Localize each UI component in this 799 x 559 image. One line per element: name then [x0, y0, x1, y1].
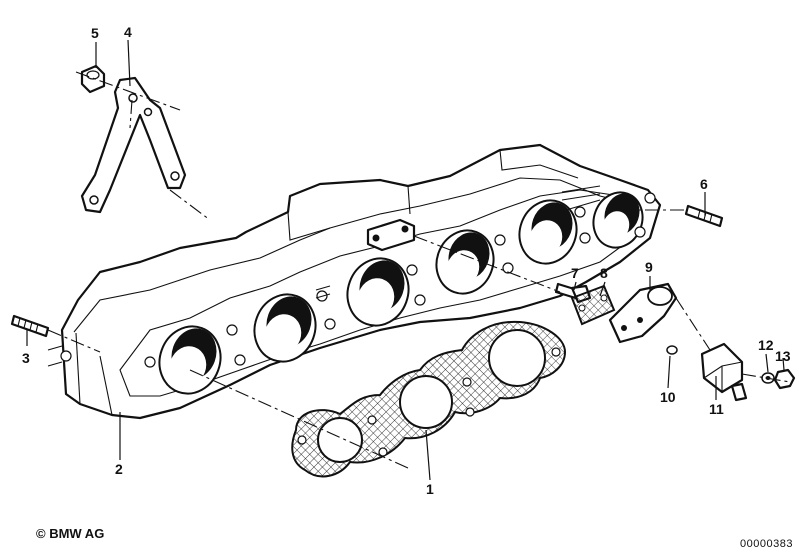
- support-bracket: [80, 76, 187, 214]
- port-2: [253, 293, 317, 363]
- assembly-axes: [47, 71, 791, 469]
- leader-lines: [26, 39, 785, 481]
- callout-4: 4: [124, 24, 132, 40]
- idle-valve: [700, 342, 748, 402]
- flange-bolt-holes: [144, 192, 656, 368]
- callout-1: 1: [426, 481, 434, 497]
- intake-manifold: [47, 143, 662, 420]
- document-number: 00000383: [740, 538, 793, 550]
- hex-nut: [80, 64, 106, 94]
- callout-labels: 5 4 3 2 1 6 7 8 9 10 11 12 13: [22, 24, 791, 497]
- connector-housing: [608, 282, 678, 344]
- port-1: [158, 325, 222, 395]
- port-4: [435, 229, 495, 295]
- port-6: [592, 191, 644, 249]
- stud-left: [10, 314, 50, 338]
- callout-5: 5: [91, 25, 99, 41]
- manifold-gasket: [291, 320, 567, 478]
- callout-3: 3: [22, 350, 30, 366]
- callout-11: 11: [709, 401, 724, 417]
- callout-6: 6: [700, 176, 708, 192]
- callout-2: 2: [115, 461, 123, 477]
- callout-8: 8: [600, 265, 608, 281]
- stud-right: [684, 204, 724, 228]
- callout-9: 9: [645, 259, 653, 275]
- callout-13: 13: [775, 348, 791, 364]
- flange-gasket: [570, 284, 616, 326]
- callout-10: 10: [660, 389, 676, 405]
- port-3: [346, 257, 410, 327]
- washer-small: [666, 345, 678, 355]
- callout-12: 12: [758, 337, 774, 353]
- copyright-notice: © BMW AG: [36, 526, 105, 541]
- port-5: [518, 199, 578, 265]
- nut-13: [773, 368, 796, 390]
- callout-7: 7: [571, 265, 579, 281]
